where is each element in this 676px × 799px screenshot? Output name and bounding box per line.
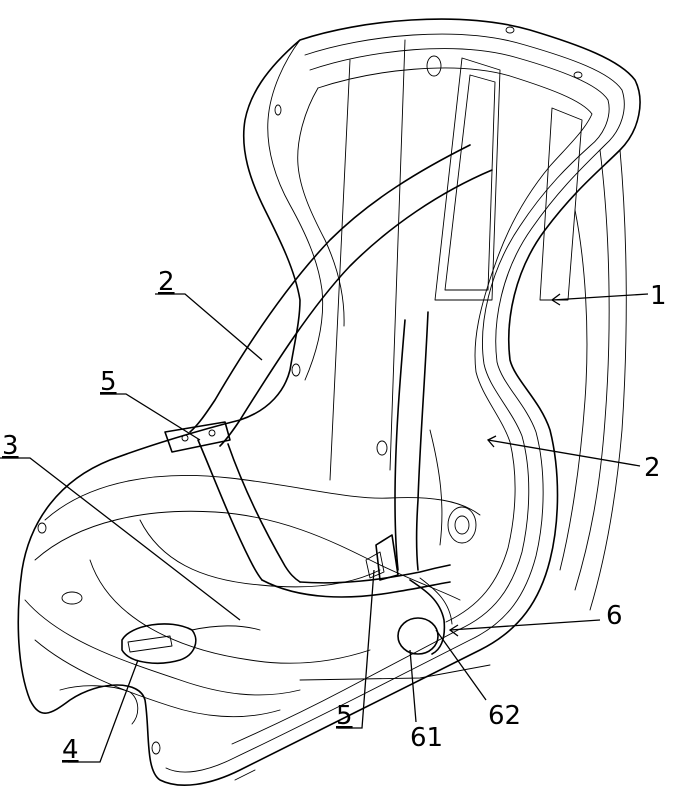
seat-front-rim-2	[35, 640, 280, 717]
back-line-2	[390, 40, 405, 470]
back-hole-6	[506, 27, 514, 33]
back-panel-edge	[560, 210, 587, 570]
crotch-belt-right-2	[417, 312, 429, 570]
back-hole-2	[377, 441, 387, 455]
back-slot-right	[540, 108, 582, 300]
buckle-upper-rivet-1	[182, 435, 188, 441]
harness-belts	[190, 145, 492, 597]
back-slot-left-inner	[445, 75, 495, 290]
label-5-upper: 5	[100, 367, 117, 397]
buckle-assemblies	[122, 422, 452, 663]
front-adjuster-slot	[128, 636, 172, 652]
label-6: 6	[606, 601, 623, 631]
side-adjuster-knob	[398, 618, 438, 654]
seat-shell	[18, 19, 640, 785]
headrest-left-wing-inner	[298, 88, 344, 326]
label-1: 1	[650, 281, 667, 311]
label-4: 4	[62, 735, 79, 765]
leader-5-upper	[100, 394, 200, 440]
back-hole-5	[574, 72, 582, 78]
crotch-belt-right-1	[395, 320, 405, 570]
leader-62	[436, 630, 486, 700]
side-adjuster-oval	[448, 507, 476, 543]
buckle-lower	[376, 535, 398, 580]
back-hole-3	[292, 364, 300, 376]
leader-6	[450, 620, 600, 630]
label-61: 61	[410, 723, 443, 753]
leader-2-right	[488, 440, 640, 466]
leader-3	[0, 458, 240, 620]
lap-belt-diagonal	[198, 440, 262, 580]
headrest-left-wing	[268, 40, 323, 380]
label-2-right: 2	[644, 453, 661, 483]
belt-strap-right	[430, 430, 442, 545]
front-adjuster	[122, 624, 196, 663]
seat-cushion-contour	[45, 475, 480, 520]
back-hole-1	[427, 56, 441, 76]
shell-inner-rim-2	[232, 49, 609, 744]
shell-inner-rim-3	[318, 68, 592, 622]
label-3: 3	[2, 431, 19, 461]
front-adjuster-strap	[192, 626, 260, 630]
lap-belt-right	[300, 565, 450, 583]
seat-hole-bottom	[152, 742, 160, 754]
shell-inner-rim-1	[166, 34, 624, 772]
side-adjuster-oval-inner	[455, 516, 469, 534]
shell-outer-contour	[18, 19, 640, 785]
seat-hole-front	[62, 592, 82, 604]
buckle-upper-rivet-2	[209, 430, 215, 436]
leader-lines	[0, 294, 648, 762]
back-panel-edge-2	[575, 150, 609, 590]
lap-belt-diagonal-edge	[228, 444, 300, 582]
leader-61	[410, 650, 416, 722]
reference-numerals: 1 2 2 3 4 5 5 6 61 62	[2, 267, 667, 765]
buckle-upper	[165, 422, 230, 452]
label-2-upper: 2	[158, 267, 175, 297]
back-hole-4	[275, 105, 281, 115]
back-panel-edge-3	[590, 150, 626, 610]
label-62: 62	[488, 701, 521, 731]
shoulder-belt-left-edge	[220, 170, 492, 446]
seat-hole-left	[38, 523, 46, 533]
label-5-lower: 5	[336, 701, 353, 731]
leader-1	[552, 294, 648, 300]
